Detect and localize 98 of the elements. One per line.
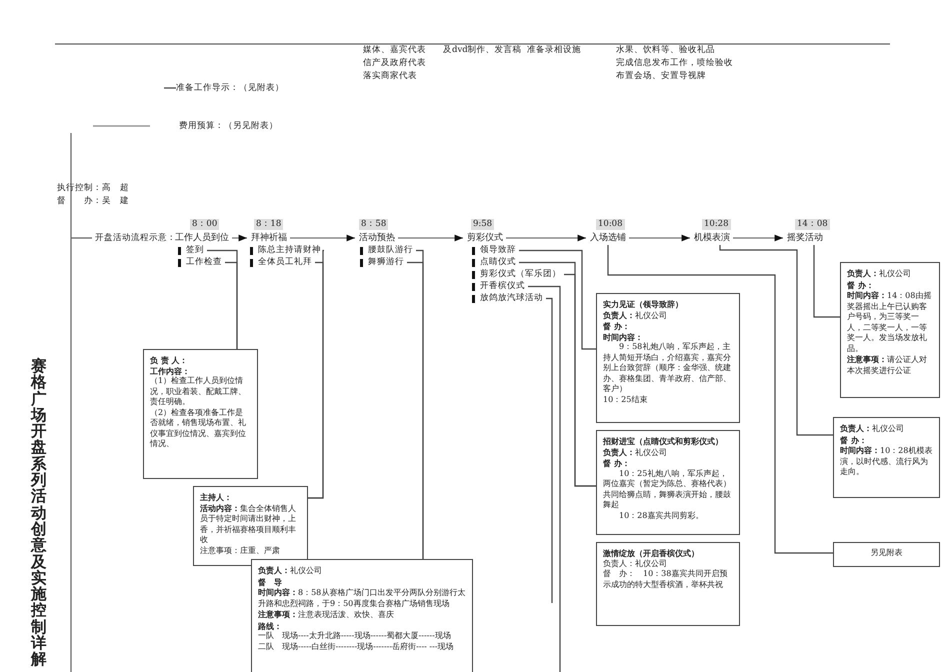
list-item: 放鸽放汽球活动	[472, 293, 543, 304]
list-item: 舞狮游行	[360, 257, 404, 268]
note-text: 水果、饮料等、验收礼品	[616, 44, 715, 56]
box-text: 活动内容：集合全体销售人员于特定时间请出财神，上香，并祈福赛格项目顺利丰收	[200, 502, 297, 546]
box-heading: 督 办：	[840, 434, 868, 445]
note-text: 布置会场、安置导视牌	[616, 70, 706, 82]
info-box	[596, 293, 740, 423]
box-text: 负责人：礼仪公司	[603, 310, 668, 321]
box-text: 注意事项：庄重、严肃	[200, 546, 281, 556]
box-text: （1）检查工作人员到位情况，职业着装、配戴工牌、责任明确。	[150, 376, 247, 408]
box-heading: 时间内容：	[603, 332, 644, 342]
box-text: 督 办： 10：38嘉宾共同开启预示成功的特大型香槟酒，举杯共祝	[603, 569, 728, 590]
list-item: 陈总主持请财神	[250, 245, 321, 256]
box-heading: 招财进宝（点睛仪式和剪彩仪式）	[603, 436, 724, 446]
connector-line	[519, 250, 596, 350]
box-text: 注意事项：注意表现活泼、欢快、喜庆	[258, 609, 395, 620]
step-label: 拜神祈福	[251, 232, 287, 244]
connector-line	[607, 245, 833, 554]
list-item: 开香槟仪式	[472, 281, 525, 292]
connector-line	[564, 274, 596, 487]
arrow	[629, 234, 690, 242]
box-heading: 主持人：	[200, 492, 233, 502]
box-text: 负责人：礼仪公司	[840, 423, 905, 434]
time-label: 9:58	[471, 219, 494, 230]
info-box	[251, 559, 473, 672]
box-text: 负责人：礼仪公司	[847, 268, 912, 280]
box-heading: 督 导	[258, 576, 283, 587]
time-label: 8：18	[254, 219, 284, 230]
info-box	[143, 349, 258, 479]
step-label: 剪彩仪式	[467, 232, 503, 244]
info-box	[840, 262, 940, 398]
box-heading: 实力见证（领导致辞）	[603, 299, 684, 310]
step-label: 入场选铺	[590, 232, 626, 244]
box-text: 注意事项：请公证人对本次摇奖进行公证	[847, 354, 928, 376]
connector-line	[546, 298, 553, 603]
box-text: 另见附表	[870, 548, 904, 558]
box-heading: 工作内容：	[150, 366, 191, 376]
connector-line	[225, 262, 238, 349]
connector-line	[719, 245, 833, 436]
list-item: 全体员工礼拜	[250, 257, 312, 268]
box-text: 10：25结束	[603, 394, 648, 405]
time-label: 8：00	[190, 219, 220, 230]
note-text: 督 办：吴 建	[57, 195, 129, 207]
info-box	[596, 430, 740, 535]
note-text: 落实商家代表	[363, 70, 417, 82]
box-text: 时间内容：8：58从赛格广场门口出发平分两队分别游行太升路和忠烈祠路，于9：50再度集合赛格广场销售现场	[258, 587, 466, 609]
time-label: 14：08	[795, 219, 830, 230]
box-heading: 督 办：	[603, 458, 631, 468]
note-text: 准备工作导示：（见附表）	[176, 82, 284, 94]
note-text: 费用预算：（另见附表）	[179, 120, 278, 132]
box-text: （2）检查各项准备工作是否就绪，销售现场布置、礼仪事宜到位情况、嘉宾到位情况、	[150, 408, 247, 450]
box-heading: 激情绽放（开启香槟仪式）	[603, 548, 700, 558]
info-box	[833, 542, 940, 567]
list-item: 点睛仪式	[472, 257, 516, 268]
step-label: 摇奖活动	[787, 232, 823, 244]
box-text: 时间内容：14：08由摇奖器摇出上午已认购客户号码，为三等奖一人，二等奖一人，一等奖一人。发当场发放礼品。	[847, 290, 932, 354]
list-item: 签到	[178, 245, 204, 256]
note-text: 信产及政府代表	[363, 57, 426, 69]
connector-line	[528, 286, 561, 672]
box-text: 负责人：礼仪公司	[603, 446, 668, 458]
list-item: 工作检查	[178, 257, 222, 268]
step-label: 工作人员到位	[175, 232, 229, 244]
arrow	[733, 234, 783, 242]
step-label: 机模表演	[694, 232, 730, 244]
box-heading: 负 责 人：	[150, 355, 189, 366]
time-label: 10:28	[702, 219, 730, 230]
note-text: 开盘活动流程示意：	[95, 232, 176, 244]
arrow	[290, 234, 355, 242]
info-box	[193, 486, 308, 566]
time-label: 10:08	[596, 219, 624, 230]
time-label: 8：58	[359, 219, 388, 230]
box-text: 10：25礼炮八响，军乐声起，两位嘉宾（暂定为陈总、赛格代表）共同给狮点睛，舞狮表演开始，腰鼓舞起	[603, 468, 732, 510]
note-text: 媒体、嘉宾代表	[363, 44, 426, 56]
step-label: 活动预热	[359, 232, 395, 244]
list-item: 腰鼓队游行	[360, 245, 413, 256]
info-box	[833, 417, 940, 498]
box-heading: 督 办：	[603, 321, 631, 332]
connector-line	[813, 245, 840, 318]
info-box	[596, 542, 740, 626]
arrow	[506, 234, 586, 242]
note-text: 及dvd制作、发言稿	[443, 44, 522, 56]
box-text: 负责人：礼仪公司	[258, 565, 323, 576]
box-text: 二队 现场-----白丝街--------现场-------岳府街---- ---现场	[258, 642, 455, 652]
box-text: 10：28嘉宾共同剪彩。	[618, 510, 704, 521]
box-text: 一队 现场----太升北路-----现场------蜀都大厦------现场	[258, 631, 452, 642]
note-text: 完成信息发布工作，喷绘验收	[616, 57, 733, 69]
connector-line	[407, 262, 424, 559]
list-item: 领导致辞	[472, 245, 516, 256]
vertical-title: 赛格广场开盘系列活动创意及实施控制详解	[31, 358, 48, 668]
arrow	[398, 234, 463, 242]
arrow	[232, 234, 247, 242]
box-text: 时间内容：10：28机模表演，以时代感、流行风为走向。	[840, 445, 933, 478]
note-text: 准备录相设施	[527, 44, 581, 56]
box-text: 9：58礼炮八响，军乐声起，主持人简短开场白，介绍嘉宾，嘉宾分别上台致贺辞（顺序：金华强、统建办、赛格集团、青羊政府、信产部、客户）	[603, 342, 732, 394]
list-item: 剪彩仪式（军乐团）	[472, 269, 561, 280]
box-heading: 路线：	[258, 620, 283, 631]
box-heading: 督 办：	[847, 280, 875, 290]
box-text: 负责人：礼仪公司	[603, 558, 668, 569]
